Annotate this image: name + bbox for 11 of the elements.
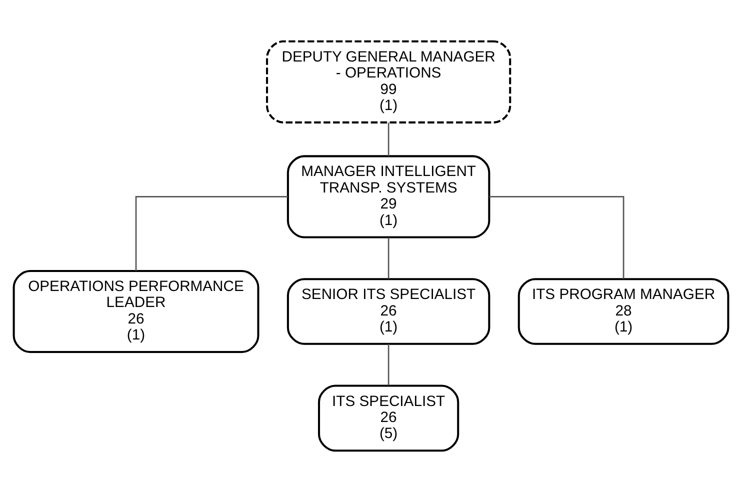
connector [388,122,390,156]
node-box: OPERATIONS PERFORMANCE LEADER 26 (1) [12,269,260,353]
node-box: ITS SPECIALIST 26 (5) [318,384,460,452]
node-box: SENIOR ITS SPECIALIST 26 (1) [286,278,490,344]
node-box: MANAGER INTELLIGENT TRANSP. SYSTEMS 29 (1) [286,154,490,238]
connector [388,344,390,385]
connector [388,237,390,278]
node-box: DEPUTY GENERAL MANAGER - OPERATIONS 99 (1) [266,40,512,123]
connector [489,196,624,278]
connector [135,196,288,270]
node-box: ITS PROGRAM MANAGER 28 (1) [518,278,730,344]
